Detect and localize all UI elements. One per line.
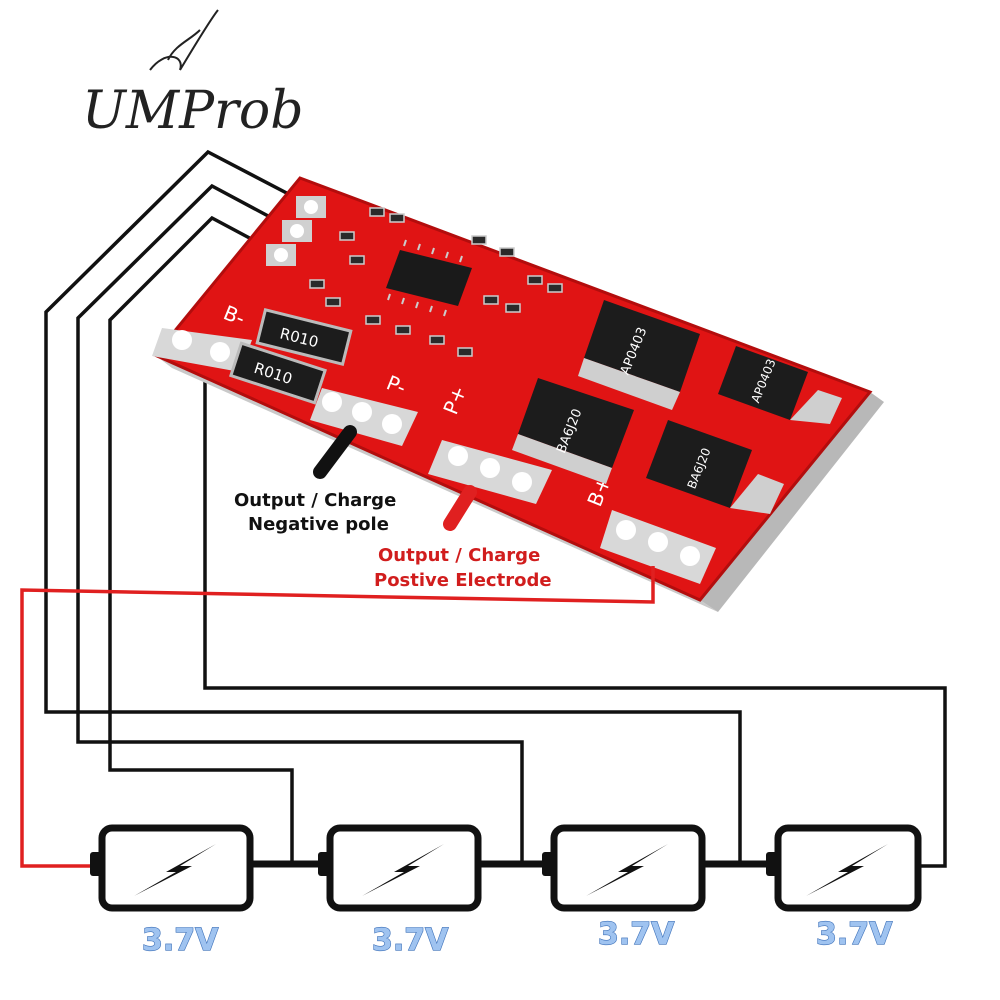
mosfet-2: AP0403	[718, 346, 842, 424]
positive-label-line-2: Postive Electrode	[374, 570, 552, 591]
battery-voltage: 3.7V	[142, 923, 219, 958]
battery-cell-4: 3.7V	[766, 824, 922, 953]
battery-cell-1: 3.7V	[90, 824, 254, 959]
pcb-edge-right	[700, 392, 884, 612]
wire-b-minus	[203, 355, 947, 868]
balance-header	[266, 196, 326, 266]
battery-voltage: 3.7V	[372, 923, 449, 958]
lightning-icon	[806, 844, 888, 896]
battery-voltage: 3.7V	[816, 917, 893, 952]
lightning-icon	[134, 844, 216, 896]
bms-board: B- R010 R010 P- P+	[152, 176, 884, 612]
positive-probe-lead	[443, 485, 477, 531]
resistor-1	[255, 308, 353, 366]
shunt-resistors: R010 R010	[229, 308, 353, 405]
control-ic	[386, 239, 472, 317]
negative-output-label: Output / Charge Negative pole	[234, 490, 396, 535]
mosfet-1: AP0403	[578, 300, 700, 410]
negative-label-line-2: Negative pole	[248, 514, 389, 535]
battery-voltage: 3.7V	[598, 917, 675, 952]
mosfet-3: BA6J20	[512, 378, 634, 484]
negative-label-line-1: Output / Charge	[234, 490, 396, 511]
negative-probe-lead	[313, 425, 357, 479]
wire-balance-3	[108, 215, 294, 862]
wire-balance-1	[44, 149, 742, 862]
positive-label-line-1: Output / Charge	[378, 545, 540, 566]
wiring	[44, 149, 947, 868]
wire-b-plus	[20, 566, 655, 868]
mosfet-4: BA6J20	[646, 420, 784, 514]
brand-name: UMProb	[82, 81, 304, 141]
resistor-2	[229, 341, 327, 405]
pcb-body	[152, 176, 873, 602]
positive-output-label: Output / Charge Postive Electrode	[374, 545, 552, 591]
brand-logo: UMProb	[82, 9, 304, 141]
smd-components	[309, 207, 563, 357]
lightning-icon	[586, 844, 668, 896]
logo-flourish-icon	[149, 9, 219, 71]
battery-cell-3: 3.7V	[542, 824, 706, 953]
lightning-icon	[362, 844, 444, 896]
wire-balance-2	[76, 183, 524, 862]
battery-cell-2: 3.7V	[318, 824, 482, 959]
